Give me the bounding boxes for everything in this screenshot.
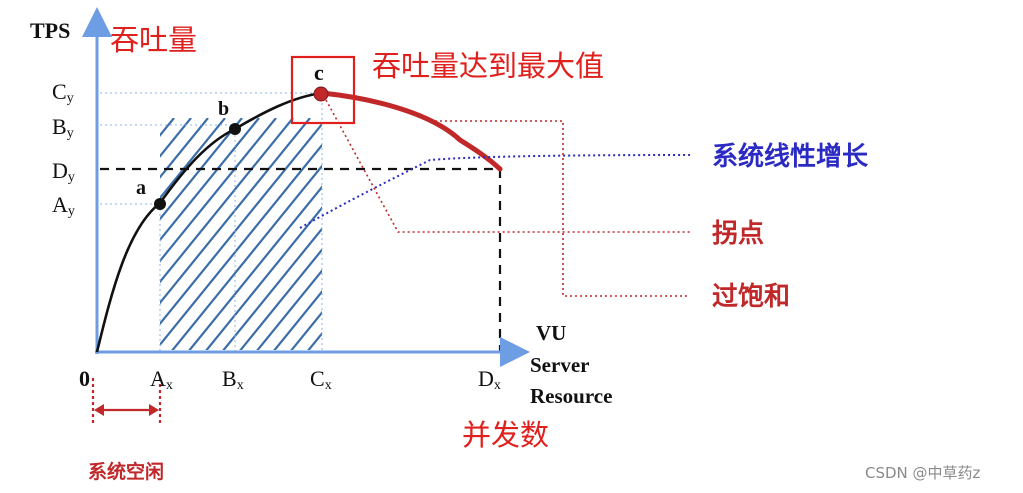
- legend-saturation: 过饱和: [712, 282, 790, 312]
- hatch-line: [443, 118, 633, 352]
- x-axis-title-resource: Resource: [530, 384, 612, 408]
- hatch-line: [273, 289, 322, 350]
- d-dashed-lines: [100, 167, 502, 352]
- tick-cx: Cx: [310, 366, 332, 393]
- idle-range-arrow: [91, 378, 162, 425]
- x-axis-title-server: Server: [530, 353, 589, 377]
- hatch-line: [290, 310, 322, 350]
- x-axis-title-cn: 并发数: [462, 418, 549, 452]
- legend-knee: 拐点: [712, 218, 764, 249]
- saturation-curve: [319, 90, 503, 172]
- hatch-line: [477, 118, 667, 352]
- tick-bx: Bx: [222, 366, 244, 393]
- hatch-line: [160, 118, 277, 263]
- saturation-leader: [430, 120, 690, 297]
- linear-growth-line: [299, 154, 691, 229]
- hatch-line: [239, 248, 322, 350]
- point-c-marker: [313, 86, 329, 102]
- hatch-line: [160, 118, 243, 221]
- hatch-line: [545, 118, 735, 352]
- point-b-marker: [229, 123, 241, 135]
- x-axis-title-vu: VU: [536, 321, 566, 345]
- hatched-region: [0, 118, 735, 352]
- hatch-line: [160, 118, 260, 242]
- hatch-line: [160, 118, 311, 305]
- axes: [82, 7, 530, 367]
- hatch-line: [494, 118, 684, 352]
- peak-label: 吞吐量达到最大值: [372, 49, 604, 83]
- tick-dy: Dy: [52, 158, 75, 185]
- hatch-line: [409, 118, 599, 352]
- hatch-line: [188, 185, 322, 350]
- tick-ay: Ay: [52, 192, 75, 219]
- hatch-line: [256, 268, 322, 350]
- hatch-line: [511, 118, 701, 352]
- tick-by: By: [52, 114, 74, 141]
- throughput-curve: [95, 91, 323, 353]
- legend-linear-growth: 系统线性增长: [712, 141, 869, 172]
- point-c-label: c: [314, 60, 324, 85]
- guide-lines: [100, 92, 323, 352]
- hatch-line: [392, 118, 582, 352]
- hatch-line: [528, 118, 718, 352]
- hatch-line: [426, 118, 616, 352]
- hatch-line: [160, 122, 322, 326]
- hatch-line: [160, 143, 322, 347]
- y-axis-title: TPS: [30, 18, 70, 43]
- origin-label: 0: [79, 366, 90, 391]
- peak-highlight-box: [290, 55, 356, 125]
- point-a-marker: [154, 198, 166, 210]
- hatch-line: [375, 118, 565, 352]
- hatch-line: [160, 118, 175, 137]
- tick-dx: Dx: [478, 366, 501, 393]
- y-axis-title-cn: 吞吐量: [110, 23, 197, 57]
- hatch-line: [160, 118, 209, 179]
- hatch-line: [307, 331, 322, 350]
- tick-ax: Ax: [150, 366, 173, 393]
- hatch-line: [160, 118, 294, 284]
- hatch-line: [160, 118, 226, 200]
- idle-label: 系统空闲: [88, 460, 164, 483]
- watermark: CSDN @中草药z: [865, 464, 981, 482]
- point-a-label: a: [136, 177, 146, 199]
- hatch-line: [358, 118, 548, 352]
- point-b-label: b: [218, 98, 229, 120]
- hatch-line: [324, 118, 514, 352]
- knee-leader: [325, 99, 690, 233]
- hatch-line: [171, 164, 322, 350]
- hatch-line: [460, 118, 650, 352]
- hatch-line: [205, 206, 322, 350]
- hatch-line: [341, 118, 531, 352]
- hatch-line: [222, 227, 322, 350]
- hatch-line: [0, 118, 140, 352]
- tick-cy: Cy: [52, 79, 74, 106]
